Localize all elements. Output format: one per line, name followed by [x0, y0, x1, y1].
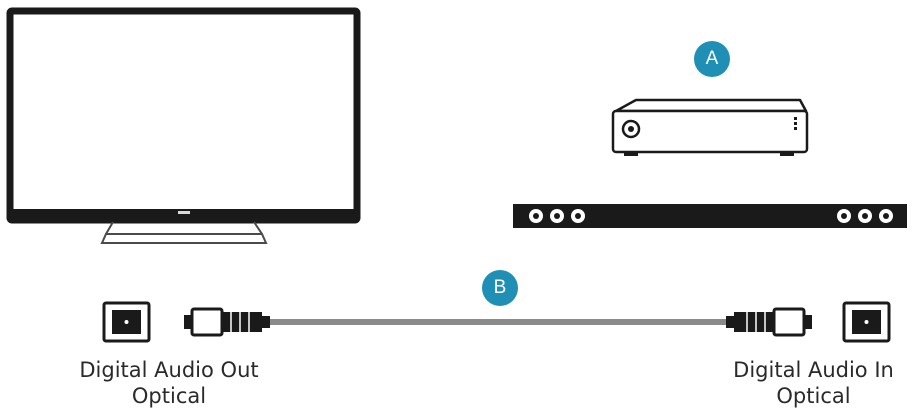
- source-device: [611, 98, 809, 156]
- tv-port-caption: Digital Audio Out Optical: [58, 357, 280, 409]
- device-top-face: [614, 98, 808, 113]
- device-front-face: [611, 109, 809, 154]
- optical-port-in-icon: [842, 301, 891, 343]
- tv-port-caption-line1: Digital Audio Out: [79, 358, 259, 382]
- tv: [6, 7, 361, 244]
- soundbar-speakers-right: [837, 209, 893, 223]
- soundbar-port-caption-line2: Optical: [776, 384, 851, 408]
- tv-logo: [178, 211, 190, 214]
- device-foot-right: [780, 152, 794, 156]
- label-badge-a: A: [694, 41, 730, 77]
- soundbar-port-caption: Digital Audio In Optical: [715, 357, 912, 409]
- soundbar-speakers-left: [529, 209, 585, 223]
- cable-plug-left-icon: [184, 307, 270, 337]
- soundbar-port-caption-line1: Digital Audio In: [733, 358, 894, 382]
- tv-port-caption-line2: Optical: [131, 384, 207, 408]
- optical-port-out-icon: [102, 301, 151, 343]
- device-power-button-center: [628, 126, 634, 132]
- soundbar: [513, 204, 907, 228]
- tv-stand: [100, 221, 268, 244]
- cable-plug-right-icon: [726, 307, 812, 337]
- tv-screen: [6, 7, 361, 224]
- tv-bottom-bezel: [10, 209, 357, 221]
- device-foot-left: [624, 152, 638, 156]
- label-badge-b: B: [482, 270, 518, 306]
- device-indicator-lights: [794, 117, 797, 130]
- optical-cable: [184, 307, 812, 337]
